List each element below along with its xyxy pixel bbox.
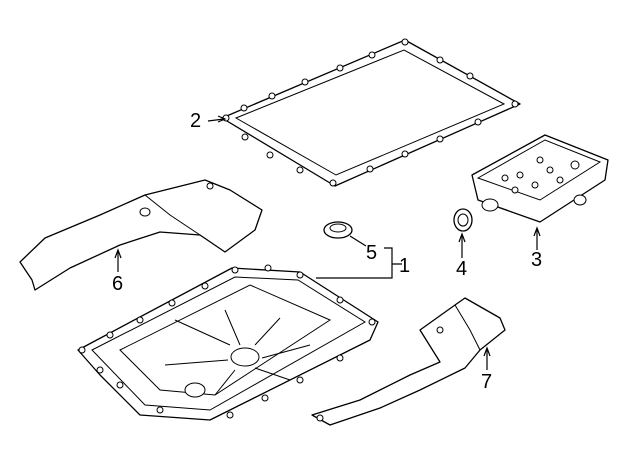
callout-6: 6 [112,273,124,295]
right-shield-part [311,297,506,426]
callout-5: 5 [366,242,378,264]
callout-3: 3 [531,249,543,271]
callout-4: 4 [456,258,468,280]
callout-1: 1 [399,255,411,277]
drain-plug-part [323,221,353,239]
left-shield-part [19,179,263,291]
seal-part [453,208,473,232]
gasket-part [221,38,521,187]
oil-pan-part [77,264,379,421]
callout-7: 7 [481,371,493,393]
leader-lines [114,115,541,370]
filter-part [471,134,609,223]
callout-2: 2 [190,110,202,132]
